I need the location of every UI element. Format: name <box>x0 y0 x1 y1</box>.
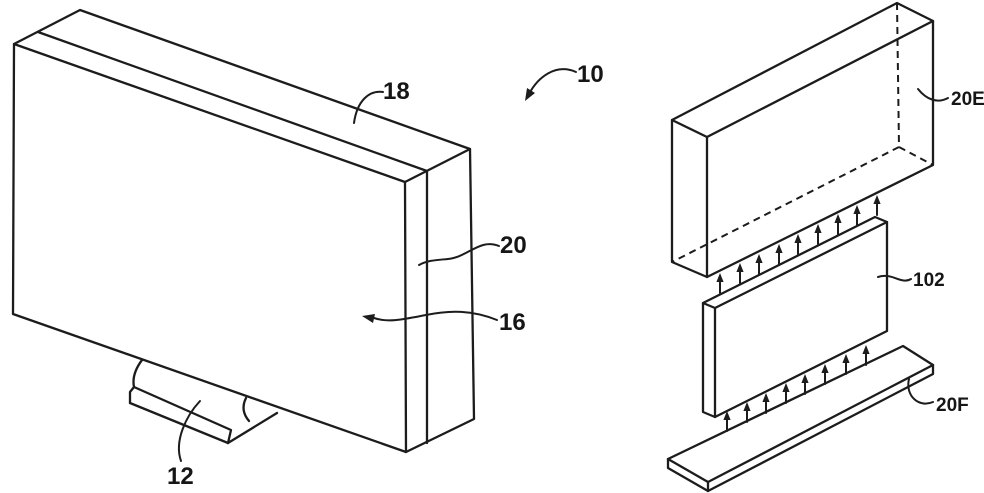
monitor-view: 18 10 20 16 12 <box>11 8 604 490</box>
up-arrow-icon <box>820 363 830 385</box>
upper-flow-arrows <box>715 194 882 294</box>
stand-foot <box>128 358 279 445</box>
box-front-face <box>705 19 935 279</box>
label-20F-group: 20F <box>907 378 969 416</box>
stand-left-cap <box>128 385 136 405</box>
label-10: 10 <box>577 61 604 88</box>
up-arrow-icon <box>754 253 764 275</box>
label-20: 20 <box>500 232 527 259</box>
panel-front-face <box>713 220 889 419</box>
stand-right-curve <box>242 396 251 423</box>
leader-16-arrowhead-icon <box>362 314 375 323</box>
layer-20F-strip <box>666 344 935 493</box>
strip-front-face <box>706 363 935 493</box>
stand-left-curve <box>132 358 144 389</box>
monitor-side-face <box>404 147 476 454</box>
up-arrow-icon <box>722 410 732 432</box>
label-18-group: 18 <box>353 78 410 124</box>
label-102-group: 102 <box>877 270 945 291</box>
leader-12 <box>177 400 201 462</box>
label-102: 102 <box>913 270 945 291</box>
label-12: 12 <box>167 463 194 490</box>
up-arrow-icon <box>852 204 862 226</box>
up-arrow-icon <box>793 233 803 255</box>
up-arrow-icon <box>735 262 745 284</box>
stand-front-top-edge <box>132 385 233 445</box>
label-18: 18 <box>383 78 410 105</box>
label-20F: 20F <box>936 395 969 416</box>
up-arrow-icon <box>813 223 823 245</box>
label-12-group: 12 <box>167 400 201 490</box>
up-arrow-icon <box>774 243 784 265</box>
monitor-top-face <box>12 8 472 184</box>
label-10-group: 10 <box>525 61 604 101</box>
leader-10-arrowhead-icon <box>525 88 535 101</box>
leader-20E <box>917 88 949 102</box>
label-20E-group: 20E <box>917 88 984 110</box>
leader-18 <box>353 90 384 124</box>
monitor-top-layer-line <box>36 30 429 173</box>
box-hidden-edges <box>671 2 934 263</box>
label-16: 16 <box>499 309 526 336</box>
box-left-face <box>670 118 709 279</box>
up-arrow-icon <box>715 272 725 294</box>
leader-20 <box>418 243 500 266</box>
label-16-group: 16 <box>362 309 526 336</box>
layer-20E-box <box>670 1 935 279</box>
panel-top-face <box>701 215 889 310</box>
layer-102-panel <box>701 215 889 419</box>
strip-left-face <box>666 457 710 493</box>
up-arrow-icon <box>833 213 843 235</box>
leader-10-arrow <box>528 68 577 95</box>
stand-bottom-edge <box>128 401 230 445</box>
leader-102 <box>877 274 912 282</box>
label-20E: 20E <box>951 89 984 110</box>
label-20-group: 20 <box>418 232 527 266</box>
leader-20F <box>907 378 934 405</box>
leader-16 <box>373 310 498 322</box>
exploded-view: 20E 102 20F <box>666 1 984 493</box>
up-arrow-icon <box>872 194 882 216</box>
stand-receding-edge <box>226 411 279 445</box>
box-top-face <box>670 1 935 139</box>
panel-left-face <box>701 301 717 419</box>
